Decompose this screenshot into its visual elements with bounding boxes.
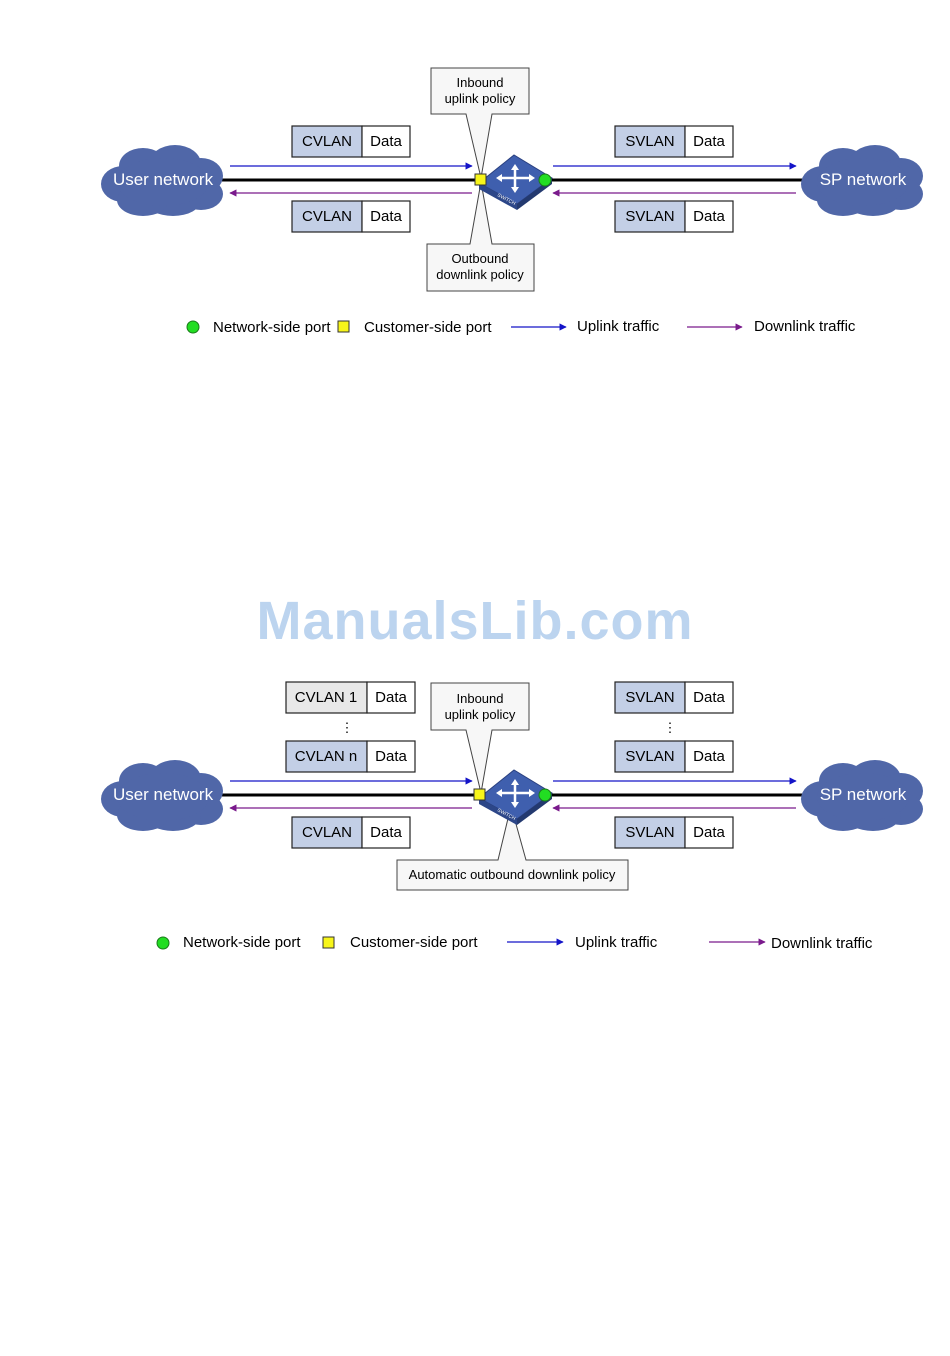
switch-icon: SWITCH xyxy=(478,769,553,825)
diagram-1: User network SP network Inbound uplink p… xyxy=(101,67,923,292)
outbound-callout: Outbound downlink policy xyxy=(426,181,535,292)
frame-right-upper: SVLAN Data xyxy=(614,125,734,158)
legend-customer-port-label: Customer-side port xyxy=(364,319,492,336)
outbound-callout-line-2: downlink policy xyxy=(436,267,524,282)
frame-data: Data xyxy=(375,748,407,765)
frame-data: Data xyxy=(693,208,725,225)
customer-side-port xyxy=(474,173,487,186)
watermark: ManualsLib.com xyxy=(256,591,694,651)
frame-data: Data xyxy=(370,133,402,150)
frame-data: Data xyxy=(693,824,725,841)
frame-right-svlan-n: SVLAN Data xyxy=(614,740,734,773)
frame-data: Data xyxy=(370,824,402,841)
frame-left-cvlan-1: CVLAN 1 Data xyxy=(285,681,416,714)
frame-tag: SVLAN xyxy=(625,689,674,706)
inbound-callout-line-1: Inbound xyxy=(457,75,504,90)
frame-data: Data xyxy=(693,689,725,706)
inbound-callout-line-1: Inbound xyxy=(457,691,504,706)
user-network-label: User network xyxy=(113,785,214,804)
left-ellipsis: ⋮ xyxy=(341,720,354,735)
right-ellipsis: ⋮ xyxy=(664,720,677,735)
inbound-callout: Inbound uplink policy xyxy=(430,67,530,179)
diagram-2: User network SP network Inbound uplink p… xyxy=(101,681,923,891)
frame-left-lower: CVLAN Data xyxy=(291,816,411,849)
frame-right-lower: SVLAN Data xyxy=(614,816,734,849)
sp-network-label: SP network xyxy=(820,785,907,804)
outbound-callout-line-1: Outbound xyxy=(451,251,508,266)
frame-tag: CVLAN xyxy=(302,208,352,225)
legend-network-port-label: Network-side port xyxy=(213,319,331,336)
user-network-cloud: User network xyxy=(101,145,223,216)
legend-uplink-label: Uplink traffic xyxy=(575,934,658,951)
legend-customer-port-icon xyxy=(322,936,335,949)
legend-customer-port-icon xyxy=(337,320,350,333)
legend-2: Network-side port Customer-side port Upl… xyxy=(156,934,873,952)
frame-right-svlan-1: SVLAN Data xyxy=(614,681,734,714)
network-side-port xyxy=(538,173,552,187)
legend-downlink-label: Downlink traffic xyxy=(771,935,873,952)
frame-tag: CVLAN n xyxy=(295,748,358,765)
user-network-label: User network xyxy=(113,170,214,189)
sp-network-cloud: SP network xyxy=(801,760,923,831)
legend-customer-port-label: Customer-side port xyxy=(350,934,478,951)
switch-icon: SWITCH xyxy=(478,154,553,210)
automatic-outbound-callout: Automatic outbound downlink policy xyxy=(396,804,629,891)
frame-data: Data xyxy=(693,133,725,150)
legend-network-port-icon xyxy=(156,936,170,950)
frame-right-lower: SVLAN Data xyxy=(614,200,734,233)
customer-side-port xyxy=(473,788,486,801)
legend-downlink-label: Downlink traffic xyxy=(754,318,856,335)
sp-network-cloud: SP network xyxy=(801,145,923,216)
legend-uplink-label: Uplink traffic xyxy=(577,318,660,335)
frame-data: Data xyxy=(370,208,402,225)
frame-data: Data xyxy=(693,748,725,765)
legend-network-port-label: Network-side port xyxy=(183,934,301,951)
frame-tag: SVLAN xyxy=(625,824,674,841)
automatic-outbound-callout-label: Automatic outbound downlink policy xyxy=(409,867,616,882)
inbound-callout-line-2: uplink policy xyxy=(445,91,516,106)
frame-left-lower: CVLAN Data xyxy=(291,200,411,233)
frame-tag: CVLAN xyxy=(302,824,352,841)
frame-left-upper: CVLAN Data xyxy=(291,125,411,158)
inbound-callout-line-2: uplink policy xyxy=(445,707,516,722)
inbound-callout: Inbound uplink policy xyxy=(430,682,530,794)
frame-tag: SVLAN xyxy=(625,748,674,765)
user-network-cloud: User network xyxy=(101,760,223,831)
frame-left-cvlan-n: CVLAN n Data xyxy=(285,740,416,773)
frame-tag: CVLAN xyxy=(302,133,352,150)
legend-1: Network-side port Customer-side port Upl… xyxy=(186,318,856,336)
sp-network-label: SP network xyxy=(820,170,907,189)
frame-tag: CVLAN 1 xyxy=(295,689,358,706)
frame-tag: SVLAN xyxy=(625,208,674,225)
frame-data: Data xyxy=(375,689,407,706)
frame-tag: SVLAN xyxy=(625,133,674,150)
network-side-port xyxy=(538,788,552,802)
legend-network-port-icon xyxy=(186,320,200,334)
